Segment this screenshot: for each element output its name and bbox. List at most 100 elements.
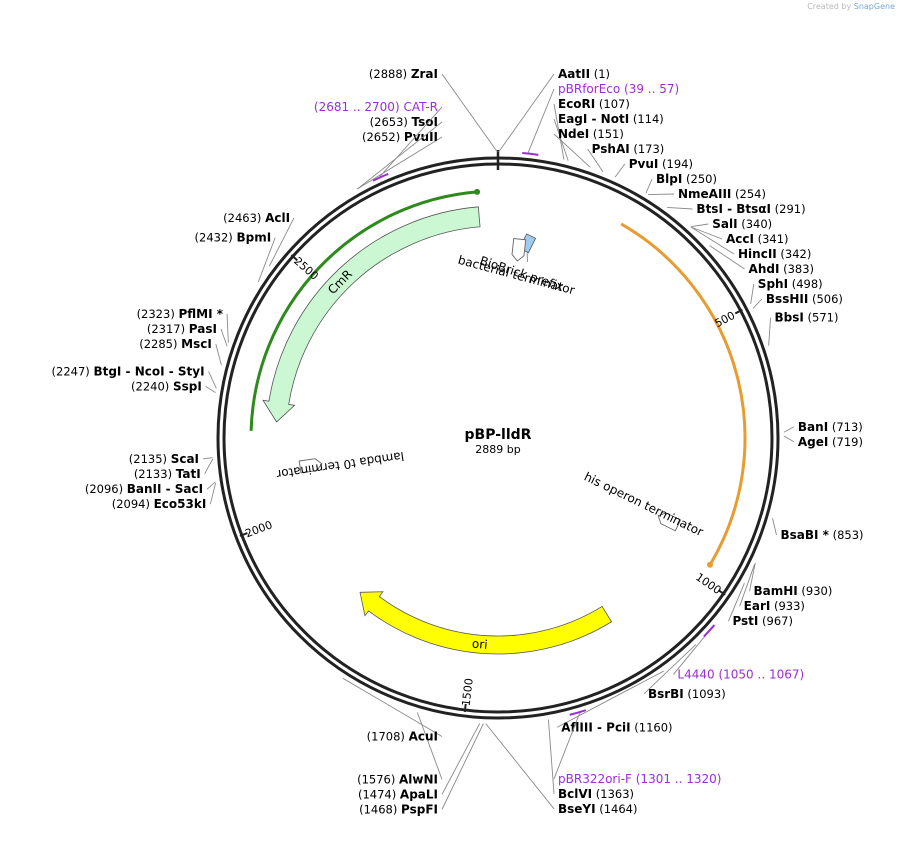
tick-mark: [239, 532, 248, 537]
enzyme-site-label[interactable]: PshAI (173): [592, 142, 665, 156]
primer-label[interactable]: (2681 .. 2700) CAT-R: [314, 100, 438, 114]
feature-label: lambda t0 terminator: [276, 449, 405, 481]
enzyme-leader: [208, 371, 217, 389]
primer-bar: [372, 172, 389, 182]
snapgene-logo: SnapGene: [853, 2, 895, 11]
enzyme-site-label[interactable]: BamHI (930): [754, 584, 833, 598]
enzyme-site-label[interactable]: (1576) AlwNI: [357, 772, 438, 786]
enzyme-leader: [206, 481, 216, 490]
enzyme-site-label[interactable]: SalI (340): [712, 217, 772, 231]
tick-mark: [734, 308, 743, 315]
site-labels[interactable]: (2888) ZraI AatII (1) EcoRI (107)EagI - No…: [52, 67, 864, 816]
primer-leader: [553, 711, 581, 779]
enzyme-leader: [614, 163, 626, 178]
enzyme-leader: [783, 426, 795, 433]
tick-label: 2500: [291, 255, 321, 283]
enzyme-site-label[interactable]: AatII (1): [558, 67, 610, 81]
enzyme-leader: [557, 670, 665, 728]
primer-label[interactable]: pBR322ori-F (1301 .. 1320): [558, 772, 721, 786]
enzyme-site-label[interactable]: EcoRI (107): [558, 97, 630, 111]
enzyme-leader: [342, 677, 443, 737]
enzyme-leader: [648, 193, 675, 195]
terminator-glyph: [298, 458, 323, 474]
enzyme-site-label[interactable]: (2317) PasI: [147, 322, 217, 336]
enzyme-leader: [709, 245, 745, 270]
enzyme-site-label[interactable]: BssHII (506): [766, 292, 843, 306]
enzyme-site-label[interactable]: BbsI (571): [775, 311, 839, 325]
enzyme-leader: [220, 328, 228, 347]
tick-label: 500: [713, 309, 738, 330]
enzyme-leader: [547, 719, 555, 794]
enzyme-site-label[interactable]: NmeAIII (254): [678, 187, 766, 201]
enzyme-leader: [441, 73, 498, 153]
enzyme-site-label[interactable]: (2285) MscI: [139, 337, 212, 351]
orf-arc: [249, 190, 478, 431]
enzyme-site-label[interactable]: (2133) TatI: [134, 467, 201, 481]
enzyme-leader: [772, 518, 777, 536]
enzyme-site-label[interactable]: HincII (342): [738, 247, 811, 261]
enzyme-leader: [268, 217, 295, 267]
feature-label: his operon terminator: [582, 469, 706, 539]
enzyme-leader: [209, 482, 217, 505]
feature-arrow: [359, 591, 613, 655]
enzyme-leader: [667, 206, 693, 210]
enzyme-site-label[interactable]: (2096) BanII - SacI: [85, 482, 203, 496]
enzyme-site-label[interactable]: PvuI (194): [629, 157, 693, 171]
primer-label[interactable]: pBRforEco (39 .. 57): [558, 82, 679, 96]
tick-label: 2000: [243, 518, 274, 540]
enzyme-site-label[interactable]: BclVI (1363): [558, 787, 634, 801]
credit-prefix: Created by: [807, 2, 852, 11]
enzyme-leader: [690, 223, 709, 228]
enzyme-leader: [752, 298, 763, 309]
enzyme-leader: [416, 712, 443, 780]
enzyme-leader: [357, 121, 443, 190]
orf-arrowhead: [474, 188, 481, 195]
enzyme-site-label[interactable]: BanI (713): [798, 420, 863, 434]
enzyme-site-label[interactable]: (2323) PflMI *: [137, 307, 224, 321]
enzyme-site-label[interactable]: (2432) BpmI: [195, 231, 272, 245]
enzyme-leader: [553, 118, 569, 161]
enzyme-site-label[interactable]: (2135) ScaI: [129, 452, 199, 466]
enzyme-site-label[interactable]: BseYI (1464): [558, 802, 638, 816]
enzyme-site-label[interactable]: BsaBI * (853): [780, 528, 863, 542]
enzyme-site-label[interactable]: SphI (498): [758, 277, 823, 291]
enzyme-site-label[interactable]: (2888) ZraI: [369, 67, 438, 81]
enzyme-leader: [226, 313, 229, 343]
enzyme-leader: [645, 178, 653, 194]
enzyme-site-label[interactable]: (1474) ApaLI: [358, 787, 438, 801]
enzyme-site-label[interactable]: AflIII - PciI (1160): [561, 720, 672, 734]
enzyme-site-label[interactable]: BtsI - BtsαI (291): [696, 202, 805, 216]
enzyme-site-label[interactable]: EagI - NotI (114): [558, 112, 664, 126]
enzyme-leader: [202, 457, 213, 460]
orf-arc: [620, 222, 747, 566]
enzyme-leader: [691, 227, 735, 255]
enzyme-site-label[interactable]: (2653) TsoI: [370, 115, 438, 129]
enzyme-site-label[interactable]: (2094) Eco53kI: [112, 497, 207, 511]
enzyme-site-label[interactable]: (2652) PvuII: [362, 130, 438, 144]
feature-label: ori: [471, 637, 488, 652]
enzyme-site-label[interactable]: (2463) AclI: [223, 211, 290, 225]
enzyme-site-label[interactable]: BsrBI (1093): [648, 687, 726, 701]
enzyme-leader: [257, 237, 276, 283]
enzyme-site-label[interactable]: (2240) SspI: [131, 379, 202, 393]
enzyme-site-label[interactable]: EarI (933): [744, 599, 805, 613]
enzyme-leader: [204, 458, 214, 475]
primer-label[interactable]: L4440 (1050 .. 1067): [677, 667, 804, 681]
enzyme-site-label[interactable]: AccI (341): [726, 232, 789, 246]
primer-bar: [522, 152, 539, 156]
enzyme-site-label[interactable]: AgeI (719): [798, 435, 863, 449]
enzyme-site-label[interactable]: AhdI (383): [749, 262, 814, 276]
enzyme-site-label[interactable]: NdeI (151): [558, 127, 624, 141]
enzyme-leader: [691, 226, 723, 240]
enzyme-leader: [783, 435, 795, 443]
primer-leader: [377, 106, 443, 179]
enzyme-site-label[interactable]: (1468) PspFI: [359, 802, 438, 816]
enzyme-site-label[interactable]: PstI (967): [732, 614, 793, 628]
snapgene-credit: Created by SnapGene: [807, 2, 895, 11]
tick-mark: [290, 254, 299, 262]
enzyme-site-label[interactable]: BlpI (250): [656, 172, 717, 186]
enzyme-site-label[interactable]: (1708) AcuI: [367, 729, 438, 743]
enzyme-site-label[interactable]: (2247) BtgI - NcoI - StyI: [52, 364, 205, 378]
enzyme-leader: [749, 562, 756, 592]
